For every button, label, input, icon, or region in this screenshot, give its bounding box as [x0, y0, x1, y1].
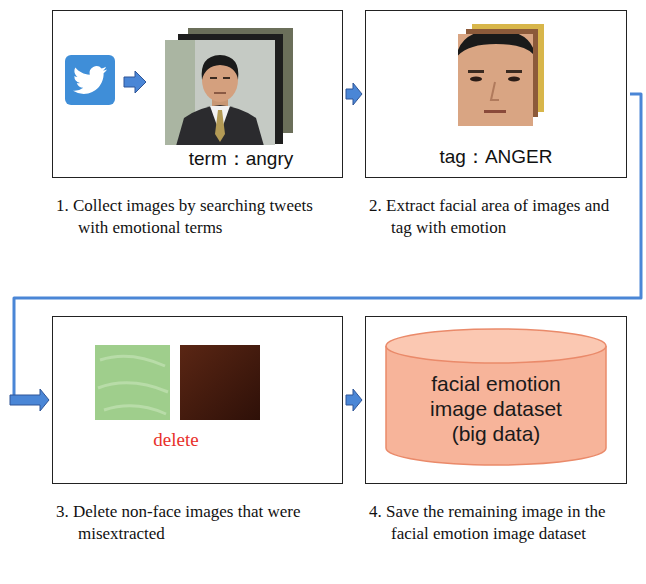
face-nose: [491, 82, 499, 100]
block-arrow: [346, 83, 362, 105]
step-caption: 2. Extract facial area of images and tag…: [369, 195, 623, 239]
face-hair: [458, 34, 533, 58]
step-caption: 4. Save the remaining image in the facia…: [369, 501, 623, 545]
flow-arrow: [346, 83, 362, 105]
step-caption: 3. Delete non-face images that were mise…: [56, 501, 339, 545]
twitter-icon: [65, 55, 115, 105]
small-arrow: [124, 71, 146, 93]
delete-label: delete: [86, 428, 266, 452]
search-term: term：angry: [151, 147, 331, 171]
dataset-label: facial emotion image dataset (big data): [411, 371, 581, 446]
step-box: delete3. Delete non-face images that wer…: [52, 316, 343, 484]
photo-person: [165, 40, 264, 145]
step-box: term：angry1. Collect images by searching…: [52, 10, 343, 178]
dataset-cylinder: facial emotion image dataset (big data): [384, 327, 608, 467]
person-mouth: [214, 92, 226, 94]
person-suit: [176, 105, 264, 145]
photo-front: [165, 40, 275, 145]
wrap-line: [14, 94, 641, 400]
non-face-image: [180, 345, 260, 420]
cylinder-top: [386, 329, 606, 363]
flow-arrow: [346, 389, 362, 411]
step-box: tag：ANGER2. Extract facial area of image…: [365, 10, 627, 178]
face-eye: [508, 77, 520, 82]
block-arrow: [346, 389, 362, 411]
block-arrow: [10, 389, 49, 411]
non-face-image: [95, 345, 170, 420]
cylinder-body: [386, 346, 606, 465]
person-eye: [223, 77, 230, 79]
face-crop: [458, 34, 533, 113]
step-box: 4. Save the remaining image in the facia…: [365, 316, 627, 484]
face-brow: [506, 70, 522, 73]
face-eye: [470, 77, 482, 82]
face-mouth: [484, 110, 506, 113]
image-texture: [98, 356, 168, 414]
twitter-bird: [73, 66, 107, 94]
person-hair: [202, 55, 239, 80]
step-caption: 1. Collect images by searching tweets wi…: [56, 195, 339, 239]
person-tie: [215, 110, 225, 142]
person-eye: [210, 77, 217, 79]
emotion-tag: tag：ANGER: [406, 145, 586, 169]
face-brow: [468, 70, 484, 73]
